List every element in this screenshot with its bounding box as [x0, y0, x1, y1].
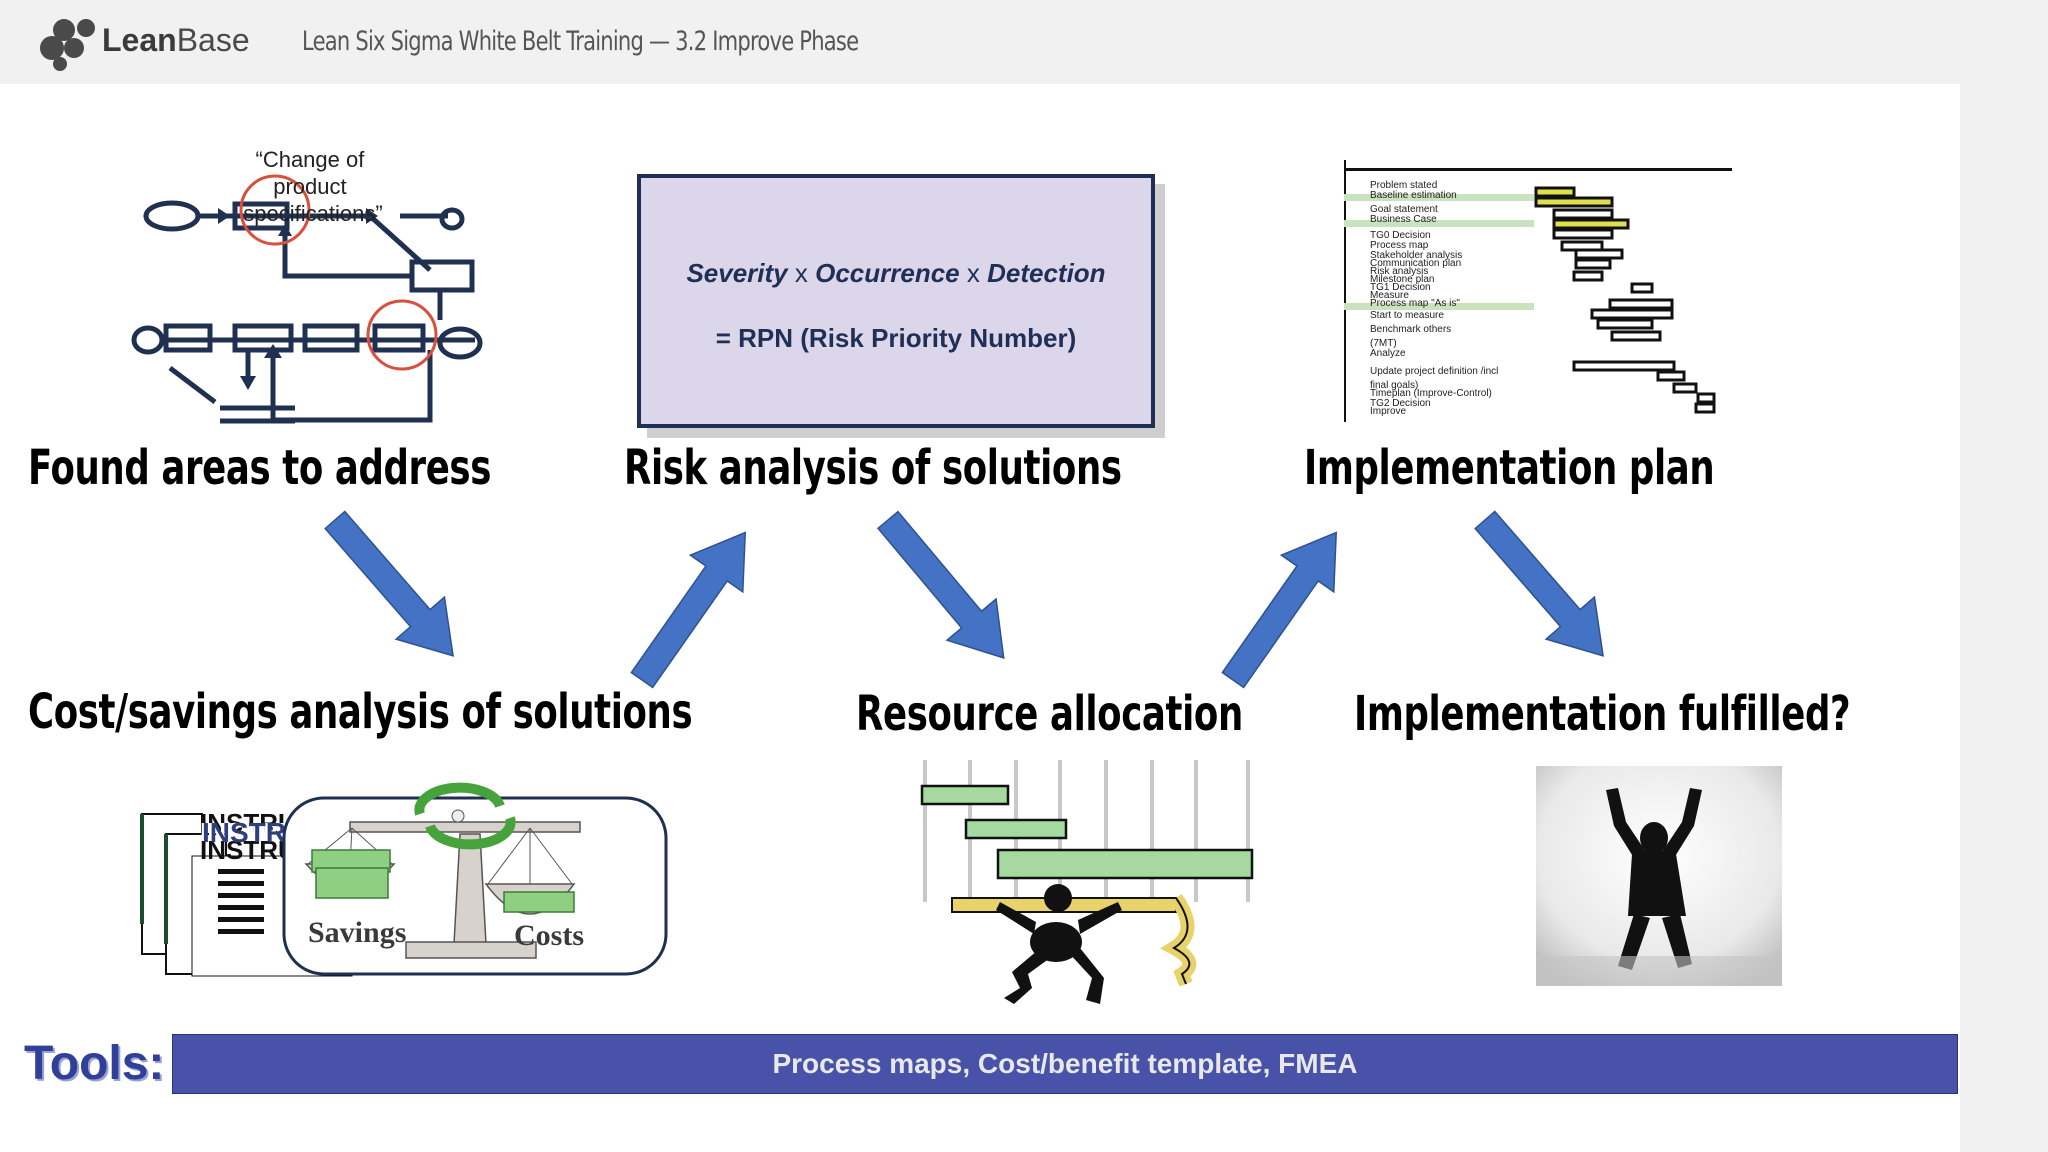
svg-text:TG2 Decision: TG2 Decision [1370, 398, 1431, 409]
svg-text:Update project definition /inc: Update project definition /incl [1370, 366, 1498, 377]
svg-text:TG0 Decision: TG0 Decision [1370, 230, 1431, 241]
svg-text:Benchmark others: Benchmark others [1370, 324, 1451, 335]
tools-list: Process maps, Cost/benefit template, FME… [772, 1048, 1358, 1079]
rpn-formula-box: Severity x Occurrence x Detection = RPN … [637, 174, 1155, 428]
brand-name: LeanBase [102, 22, 250, 58]
rpn-result: = RPN (Risk Priority Number) [715, 323, 1077, 353]
tools-bar: Process maps, Cost/benefit template, FME… [172, 1034, 1958, 1094]
arrow-down-right-1 [310, 498, 478, 678]
svg-text:Timeplan (Improve-Control): Timeplan (Improve-Control) [1370, 388, 1492, 399]
svg-text:Problem stated: Problem stated [1370, 180, 1437, 191]
svg-text:Baseline estimation: Baseline estimation [1370, 190, 1457, 201]
step-resource-allocation: Resource allocation [856, 686, 1243, 742]
arrow-up-right-1 [615, 513, 773, 700]
step-implementation-plan: Implementation plan [1304, 440, 1715, 496]
process-map-image: “Change of product specifications” [131, 147, 483, 424]
gantt-chart-image: Problem stated Baseline estimation Goal … [1344, 160, 1732, 422]
svg-text:Communication plan: Communication plan [1370, 258, 1461, 269]
rpn-formula: Severity x Occurrence x Detection [686, 258, 1106, 288]
savings-costs-scale-image: INSTRUCTION INSTRUC INSTRUCTION INSTR Sa… [140, 782, 668, 977]
svg-text:TG1 Decision: TG1 Decision [1370, 282, 1431, 293]
right-margin [1960, 84, 2048, 1152]
tools-label: Tools: [24, 1037, 165, 1090]
svg-text:Business Case: Business Case [1370, 214, 1437, 225]
svg-text:Risk analysis: Risk analysis [1370, 266, 1428, 277]
svg-text:Analyze: Analyze [1370, 348, 1406, 359]
svg-text:Improve: Improve [1370, 406, 1407, 417]
step-cost-savings: Cost/savings analysis of solutions [28, 684, 693, 740]
savings-label: Savings [308, 916, 406, 949]
process-map-quote: “Change of product specifications” [243, 147, 382, 226]
svg-text:Process map: Process map [1370, 240, 1429, 251]
svg-text:Process map "As is": Process map "As is" [1370, 298, 1460, 309]
page-title: Lean Six Sigma White Belt Training — 3.2… [302, 26, 859, 57]
header-bar: LeanBase Lean Six Sigma White Belt Train… [0, 0, 2048, 84]
svg-text:Start to measure: Start to measure [1370, 310, 1444, 321]
resource-allocation-image [920, 760, 1254, 1004]
svg-text:Stakeholder analysis: Stakeholder analysis [1370, 250, 1462, 261]
svg-text:final goals): final goals) [1370, 380, 1418, 391]
step-found-areas: Found areas to address [28, 440, 491, 496]
leanbase-logo-icon [40, 19, 95, 71]
step-risk-analysis: Risk analysis of solutions [624, 440, 1122, 496]
svg-text:Goal statement: Goal statement [1370, 204, 1438, 215]
arrow-down-right-2 [862, 498, 1029, 680]
arrow-down-right-3 [1460, 498, 1628, 678]
instruction-label: INSTR [202, 817, 286, 848]
svg-text:Measure: Measure [1370, 290, 1409, 301]
success-person-photo [1536, 766, 1782, 986]
svg-text:(7MT): (7MT) [1370, 338, 1397, 349]
costs-label: Costs [514, 919, 584, 952]
step-implementation-fulfilled: Implementation fulfilled? [1354, 686, 1851, 742]
arrow-up-right-2 [1206, 513, 1364, 700]
svg-text:Milestone plan: Milestone plan [1370, 274, 1434, 285]
